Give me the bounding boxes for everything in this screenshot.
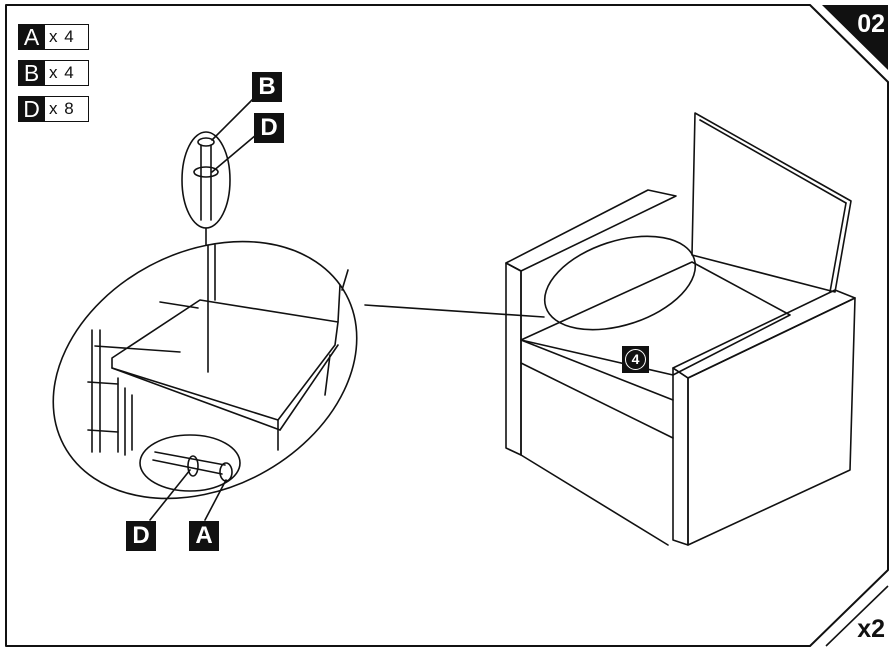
armchair-drawing xyxy=(505,112,856,546)
step-corner xyxy=(822,5,888,70)
callout-top-bolt: B xyxy=(252,72,282,102)
part-row-a: A x 4 xyxy=(18,24,89,50)
side-bolt-detail xyxy=(139,434,241,521)
assembly-marker: 4 xyxy=(622,346,649,373)
count-corner xyxy=(825,585,889,647)
part-quantity: x 4 xyxy=(45,60,89,86)
assembly-marker-number: 4 xyxy=(625,349,646,370)
part-letter: A xyxy=(18,24,45,50)
callout-top-washer: D xyxy=(254,113,284,143)
repeat-count: x2 xyxy=(857,615,885,643)
part-row-b: B x 4 xyxy=(18,60,89,86)
part-letter: D xyxy=(18,96,45,122)
callout-side-bolt: A xyxy=(189,521,219,551)
step-number: 02 xyxy=(857,10,885,38)
detail-connector xyxy=(364,304,545,318)
part-quantity: x 8 xyxy=(45,96,89,122)
top-bolt-detail xyxy=(181,97,257,246)
part-row-d: D x 8 xyxy=(18,96,89,122)
callout-side-washer: D xyxy=(126,521,156,551)
part-quantity: x 4 xyxy=(45,24,89,50)
detail-magnifier xyxy=(52,240,358,500)
parts-list: A x 4 B x 4 D x 8 xyxy=(18,24,89,132)
part-letter: B xyxy=(18,60,45,86)
